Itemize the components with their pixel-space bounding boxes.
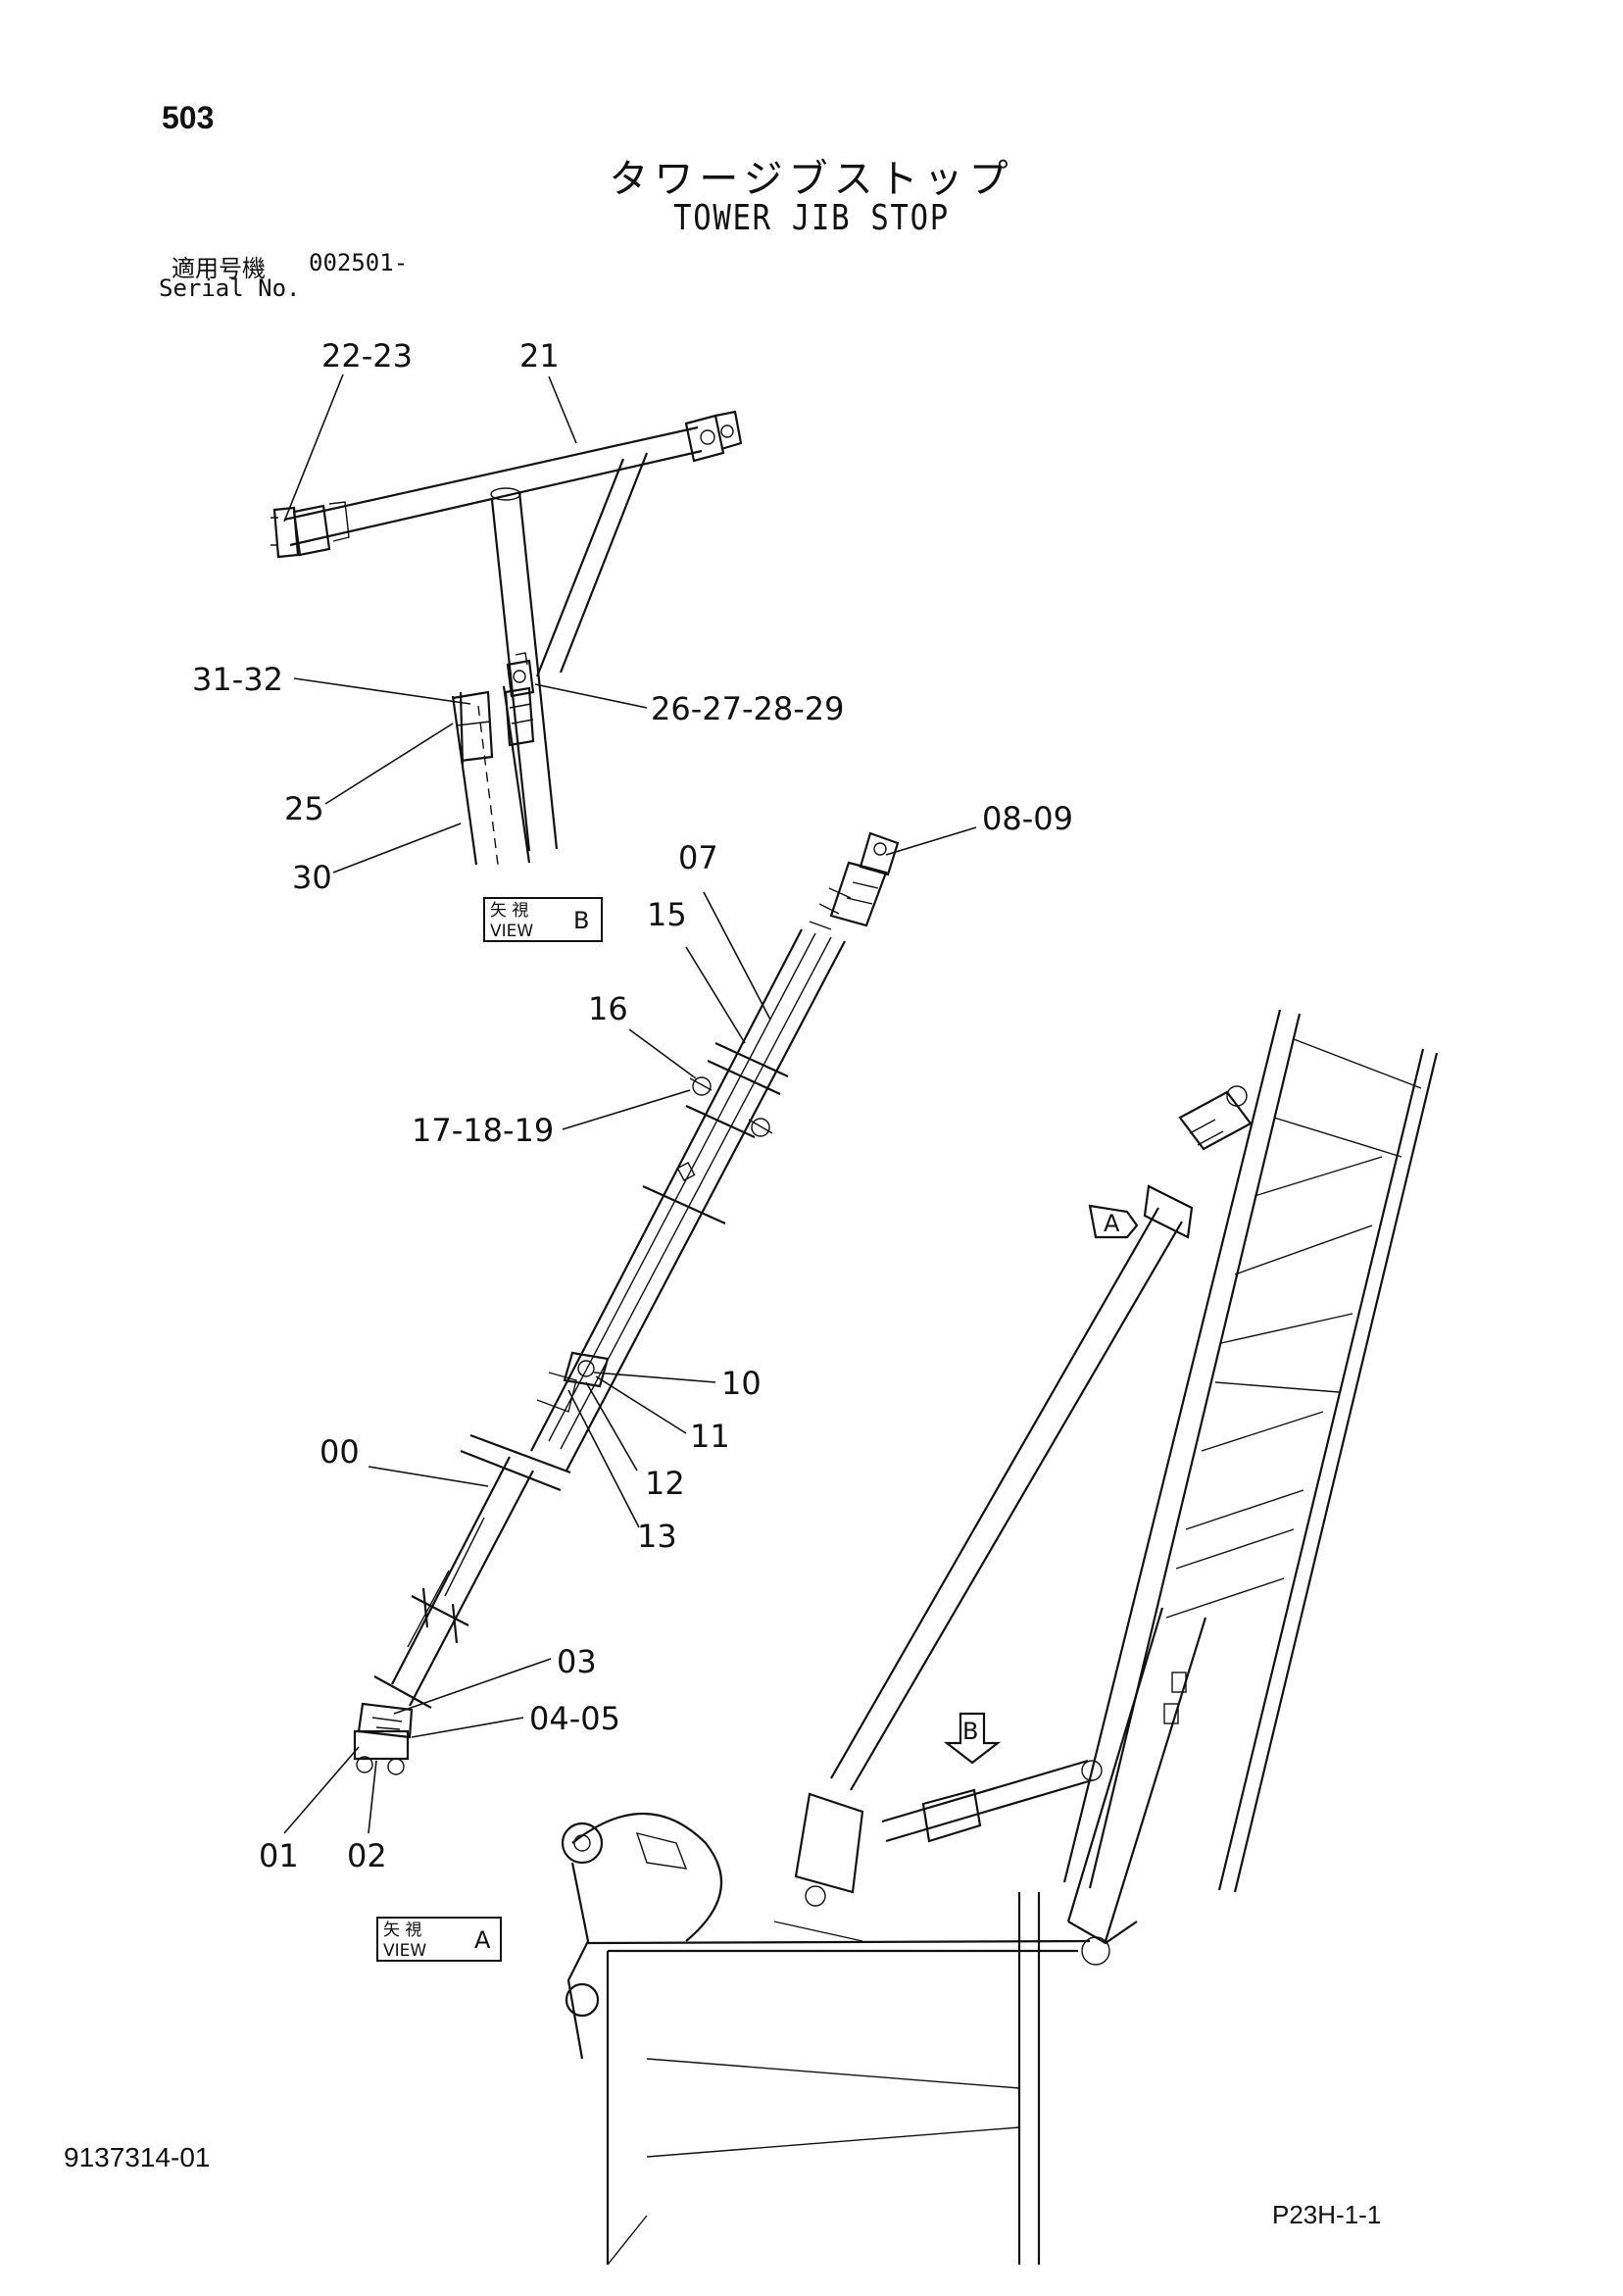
crane-boom (561, 1009, 1439, 2266)
callout-26-27-28-29: 26-27-28-29 (651, 690, 845, 727)
callout-31-32: 31-32 (192, 661, 283, 698)
callout-13: 13 (637, 1518, 677, 1555)
svg-text:矢 視: 矢 視 (490, 901, 528, 921)
svg-text:A: A (474, 1926, 491, 1954)
callout-07: 07 (678, 839, 718, 876)
serial-label-english: Serial No. (159, 275, 301, 302)
page-number: 503 (162, 100, 215, 135)
svg-text:A: A (1104, 1210, 1120, 1237)
callout-16: 16 (588, 990, 628, 1027)
callout-21: 21 (519, 337, 560, 374)
callout-12: 12 (645, 1465, 685, 1502)
title-japanese: タワージブストップ (609, 157, 1014, 202)
svg-text:B: B (573, 907, 589, 934)
callouts: 22-23 21 31-32 26-27-28-29 25 30 08-09 0… (192, 337, 1073, 1874)
callout-22-23: 22-23 (321, 337, 413, 374)
svg-text:矢 視: 矢 視 (383, 1921, 421, 1940)
svg-text:VIEW: VIEW (383, 1941, 426, 1961)
svg-text:B: B (962, 1718, 978, 1745)
callout-11: 11 (690, 1418, 730, 1455)
callout-00: 00 (320, 1433, 360, 1471)
view-a-label: 矢 視 VIEW A (376, 1917, 502, 1962)
leader-lines (283, 374, 977, 1834)
callout-25: 25 (284, 790, 324, 827)
svg-text:VIEW: VIEW (490, 922, 533, 941)
callout-03: 03 (557, 1643, 597, 1680)
callout-10: 10 (721, 1365, 762, 1402)
jib-stop-assembly (353, 831, 900, 1775)
arrow-b-marker: B (943, 1712, 1002, 1765)
callout-08-09: 08-09 (982, 800, 1073, 837)
document-number: 9137314-01 (64, 2142, 211, 2172)
callout-04-05: 04-05 (529, 1700, 620, 1737)
callout-15: 15 (647, 896, 687, 933)
arrow-a-marker: A (1088, 1204, 1139, 1239)
serial-number: 002501- (309, 249, 409, 276)
callout-17-18-19: 17-18-19 (412, 1112, 554, 1149)
title-english: TOWER JIB STOP (673, 198, 950, 238)
sheet-code: P23H-1-1 (1272, 2200, 1382, 2229)
view-b-label: 矢 視 VIEW B (483, 897, 603, 942)
callout-30: 30 (292, 859, 332, 896)
serial-label-japanese: 適用号機 (172, 255, 266, 282)
callout-01: 01 (259, 1837, 299, 1874)
callout-02: 02 (347, 1837, 387, 1874)
view-b-detail (270, 410, 743, 866)
